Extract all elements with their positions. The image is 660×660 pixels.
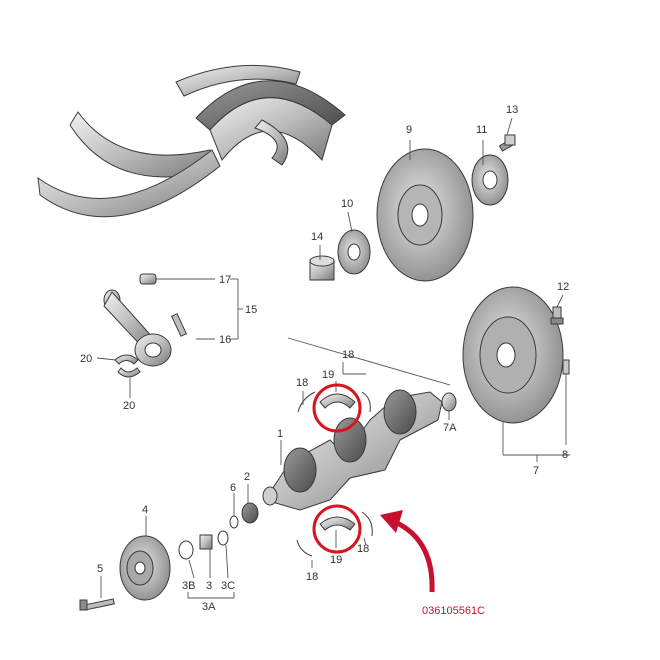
callout-3c: 3C — [221, 580, 235, 592]
callout-6: 6 — [230, 482, 236, 494]
thrust-washer-18a — [297, 391, 316, 413]
thrust-washer-18d — [361, 511, 373, 537]
callout-11: 11 — [476, 124, 487, 136]
callout-labels: 9 11 13 10 14 17 15 16 20 20 12 7A 8 7 1… — [80, 104, 569, 613]
gear-2 — [241, 502, 259, 524]
callout-9: 9 — [406, 124, 412, 136]
plate-10 — [337, 229, 371, 275]
callout-16: 16 — [219, 334, 231, 346]
thrust-washer-18b — [361, 391, 371, 413]
callout-4: 4 — [142, 504, 148, 516]
callout-2: 2 — [244, 471, 250, 483]
callout-13: 13 — [506, 104, 518, 116]
main-bearing-upper-19 — [319, 393, 356, 409]
leader-lines — [96, 117, 570, 599]
sleeve-3 — [199, 534, 213, 550]
callout-18-right: 18 — [357, 543, 369, 555]
crankshaft-1 — [262, 389, 443, 511]
callout-18-left: 18 — [296, 377, 308, 389]
ring-6 — [229, 515, 239, 529]
callout-19-top: 19 — [322, 369, 334, 381]
thrust-washer-18c — [296, 539, 313, 557]
callout-10: 10 — [341, 198, 353, 210]
callout-14: 14 — [311, 231, 323, 243]
callout-12: 12 — [557, 281, 569, 293]
callout-18-bottom: 18 — [306, 571, 318, 583]
callout-20-left: 20 — [80, 353, 92, 365]
bolt-12 — [550, 306, 564, 325]
flywheel-9 — [376, 148, 474, 282]
callout-1: 1 — [277, 428, 283, 440]
ring-3b — [178, 540, 194, 560]
pin-8 — [562, 359, 570, 375]
callout-18-top: 18 — [342, 349, 354, 361]
bearing-shells-illustration — [37, 64, 346, 218]
callout-19-bottom: 19 — [330, 554, 342, 566]
callout-3b: 3B — [182, 580, 195, 592]
callout-7: 7 — [533, 465, 539, 477]
bushing-14 — [309, 255, 335, 281]
highlight-circle-lower — [312, 504, 362, 554]
callout-3: 3 — [206, 580, 212, 592]
callout-3a: 3A — [202, 601, 216, 613]
bushing-17 — [139, 273, 157, 285]
pulley-4 — [119, 535, 171, 601]
plate-11 — [471, 154, 509, 206]
ring-3c — [217, 530, 229, 546]
connecting-rod — [103, 289, 172, 367]
dual-mass-flywheel-7 — [462, 286, 564, 424]
callout-5: 5 — [97, 563, 103, 575]
callout-7a: 7A — [443, 422, 457, 434]
highlight-circle-upper — [312, 383, 362, 433]
part-number-label: 036105561C — [422, 605, 485, 617]
bushing-7a — [441, 392, 457, 412]
callout-17: 17 — [219, 274, 231, 286]
rod-bearing-20 — [114, 354, 141, 378]
callout-20-bottom: 20 — [123, 400, 135, 412]
callout-15: 15 — [245, 304, 257, 316]
callout-8: 8 — [562, 449, 568, 461]
main-bearing-lower-19 — [319, 516, 356, 531]
bolt-16 — [170, 313, 188, 337]
bolt-13 — [498, 134, 516, 152]
red-arrow — [380, 510, 435, 593]
bolt-5 — [79, 598, 115, 611]
